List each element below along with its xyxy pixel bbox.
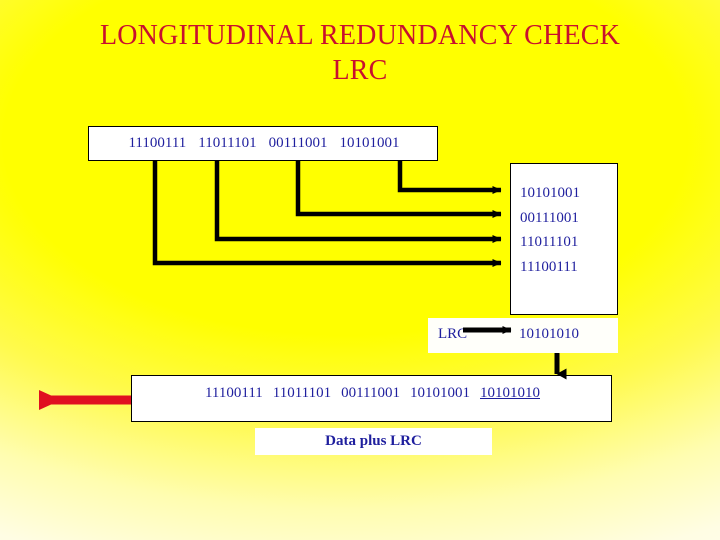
lrc-label: LRC	[438, 326, 468, 342]
caption-text: Data plus LRC	[325, 433, 422, 449]
data-block-3: 00111001	[268, 135, 328, 151]
transposed-stack-list: 10101001 00111001 11011101 11100111	[520, 181, 619, 279]
lrc-value: 10101010	[519, 326, 579, 342]
lrc-result-row: LRC 10101010	[428, 318, 618, 353]
stack-row-2: 00111001	[520, 209, 579, 226]
original-data-text: 11100111 11011101 00111001 10101001	[89, 127, 439, 162]
final-block-4: 10101001	[410, 385, 470, 401]
stack-row-1: 10101001	[520, 185, 580, 201]
page-title: LONGITUDINAL REDUNDANCY CHECK LRC	[28, 18, 692, 88]
data-block-2: 11011101	[198, 135, 257, 151]
transposed-stack-box: 10101001 00111001 11011101 11100111	[510, 163, 618, 315]
final-lrc-block: 10101010	[480, 385, 540, 401]
title-line-2: LRC	[332, 55, 388, 86]
stack-row-3: 11011101	[520, 234, 579, 250]
final-block-3: 00111001	[341, 385, 400, 401]
data-block-4: 10101001	[339, 135, 400, 151]
final-block-1: 11100111	[204, 385, 263, 401]
original-data-box: 11100111 11011101 00111001 10101001	[88, 126, 438, 161]
final-block-2: 11011101	[272, 385, 332, 401]
caption-box: Data plus LRC	[255, 428, 492, 455]
data-plus-lrc-box: 11100111 11011101 00111001 10101001 10101010	[131, 375, 612, 422]
stack-row-4: 11100111	[520, 258, 578, 275]
title-line-1: LONGITUDINAL REDUNDANCY CHECK	[99, 20, 621, 51]
data-plus-lrc-text: 11100111 11011101 00111001 10101001 10101010	[132, 385, 613, 402]
data-block-1: 11100111	[128, 135, 187, 151]
